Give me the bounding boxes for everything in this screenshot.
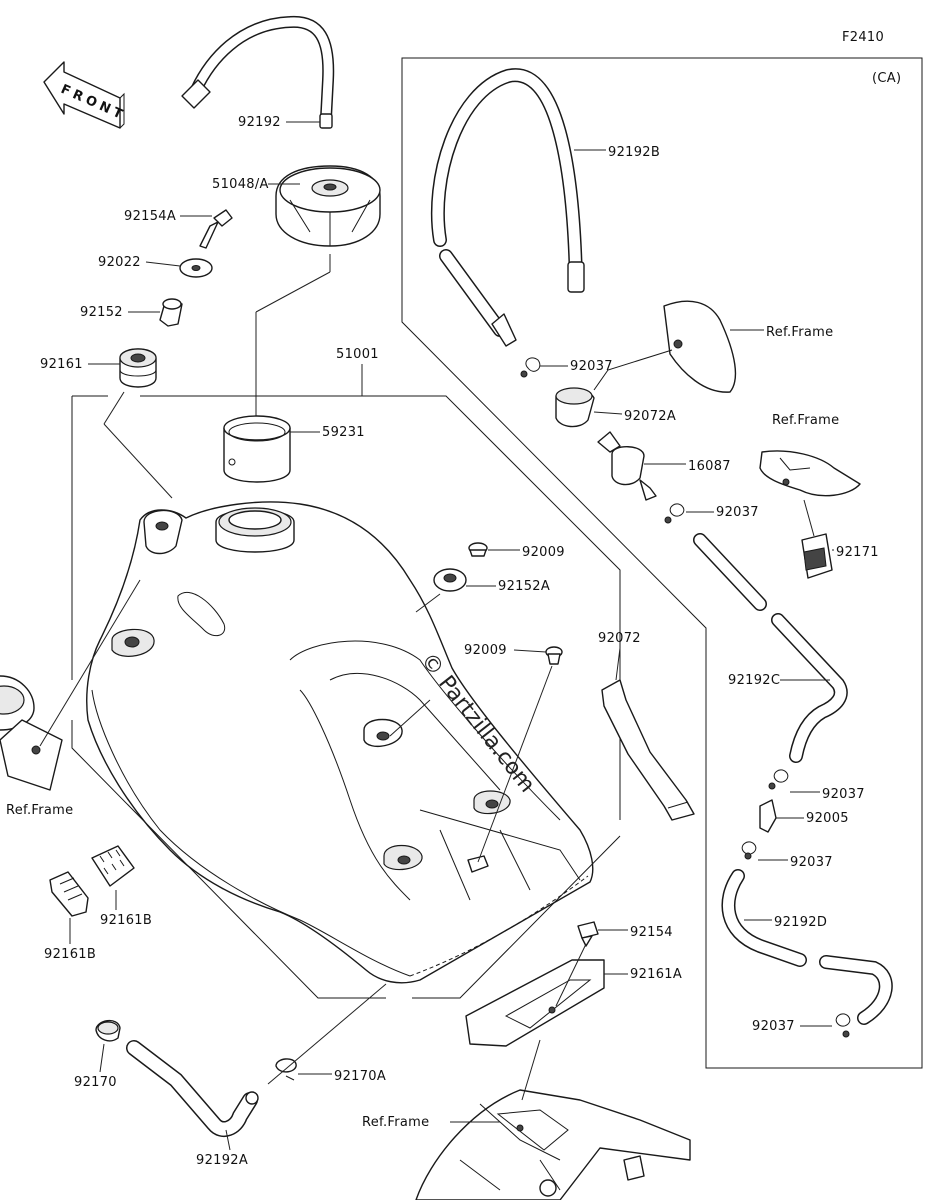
collar-92152A[interactable]	[433, 568, 467, 592]
label-92192D: 92192D	[774, 915, 827, 930]
label-92037-a: 92037	[570, 359, 613, 374]
label-51001: 51001	[336, 347, 379, 362]
front-arrow-icon: FRONT	[43, 61, 128, 129]
fitting-92005[interactable]	[759, 799, 777, 833]
fuel-tank-51001[interactable]	[86, 501, 594, 984]
label-92161: 92161	[40, 357, 83, 372]
region-code: (CA)	[872, 71, 901, 86]
label-92161B-right: 92161B	[100, 913, 152, 928]
diagram-code: F2410	[842, 30, 884, 45]
label-92161A: 92161A	[630, 967, 682, 982]
pad-92161B-right[interactable]	[91, 845, 135, 887]
ref-frame-middle	[759, 450, 861, 497]
clip-92171[interactable]	[801, 533, 833, 579]
label-92192B: 92192B	[608, 145, 660, 160]
label-92171: 92171	[836, 545, 879, 560]
bolt-92009-lower[interactable]	[545, 646, 563, 665]
label-92037-c: 92037	[822, 787, 865, 802]
label-ref-frame-left: Ref.Frame	[6, 803, 73, 818]
label-ref-frame-upper: Ref.Frame	[766, 325, 833, 340]
clamp-92037-c[interactable]	[768, 769, 789, 790]
label-92037-d: 92037	[790, 855, 833, 870]
label-92154A: 92154A	[124, 209, 176, 224]
hose-92192D[interactable]	[721, 869, 893, 1025]
breather-hose-92192[interactable]	[181, 15, 335, 129]
label-92152A: 92152A	[498, 579, 550, 594]
label-92072: 92072	[598, 631, 641, 646]
label-16087: 16087	[688, 459, 731, 474]
label-92152: 92152	[80, 305, 123, 320]
strap-92072[interactable]	[601, 679, 695, 821]
hose-92192B[interactable]	[430, 68, 585, 347]
damper-92072A[interactable]	[555, 349, 673, 428]
collar-92152[interactable]	[159, 298, 183, 327]
label-92192C: 92192C	[728, 673, 780, 688]
clamp-92037-d[interactable]	[741, 841, 757, 860]
label-92009-upper: 92009	[522, 545, 565, 560]
ref-frame-left	[0, 675, 63, 791]
label-59231: 59231	[322, 425, 365, 440]
pad-92161B-left[interactable]	[49, 871, 89, 917]
label-ref-frame-middle: Ref.Frame	[772, 413, 839, 428]
clamp-92037-b[interactable]	[664, 503, 685, 524]
label-92022: 92022	[98, 255, 141, 270]
label-92037-b: 92037	[716, 505, 759, 520]
clamp-92170[interactable]	[95, 1020, 121, 1042]
clamp-92037-a[interactable]	[520, 357, 541, 378]
label-92192A: 92192A	[196, 1153, 248, 1168]
label-ref-frame-bottom: Ref.Frame	[362, 1115, 429, 1130]
bolt-92154A[interactable]	[199, 209, 233, 249]
ca-region-box: (CA)	[401, 57, 923, 1069]
hose-92192C[interactable]	[693, 533, 848, 763]
ref-frame-upper	[663, 300, 737, 393]
label-92170A: 92170A	[334, 1069, 386, 1084]
bolt-92009-upper[interactable]	[468, 542, 488, 557]
hose-92192A[interactable]	[126, 1040, 259, 1137]
bolt-92154[interactable]	[577, 921, 599, 947]
label-92072A: 92072A	[624, 409, 676, 424]
fuel-cap-51048A[interactable]	[275, 165, 381, 247]
label-92154: 92154	[630, 925, 673, 940]
label-92161B-left: 92161B	[44, 947, 96, 962]
label-92192: 92192	[238, 115, 281, 130]
label-92170: 92170	[74, 1075, 117, 1090]
label-92037-e: 92037	[752, 1019, 795, 1034]
valve-16087[interactable]	[597, 431, 657, 501]
cushion-92161A[interactable]	[465, 959, 605, 1047]
washer-92022[interactable]	[179, 258, 213, 278]
label-51048A: 51048/A	[212, 177, 269, 192]
clamp-92037-e[interactable]	[835, 1013, 851, 1038]
filter-59231[interactable]	[223, 415, 291, 483]
label-92009-lower: 92009	[464, 643, 507, 658]
damper-92161[interactable]	[119, 348, 157, 388]
label-92005: 92005	[806, 811, 849, 826]
ref-frame-bottom	[415, 1089, 691, 1200]
